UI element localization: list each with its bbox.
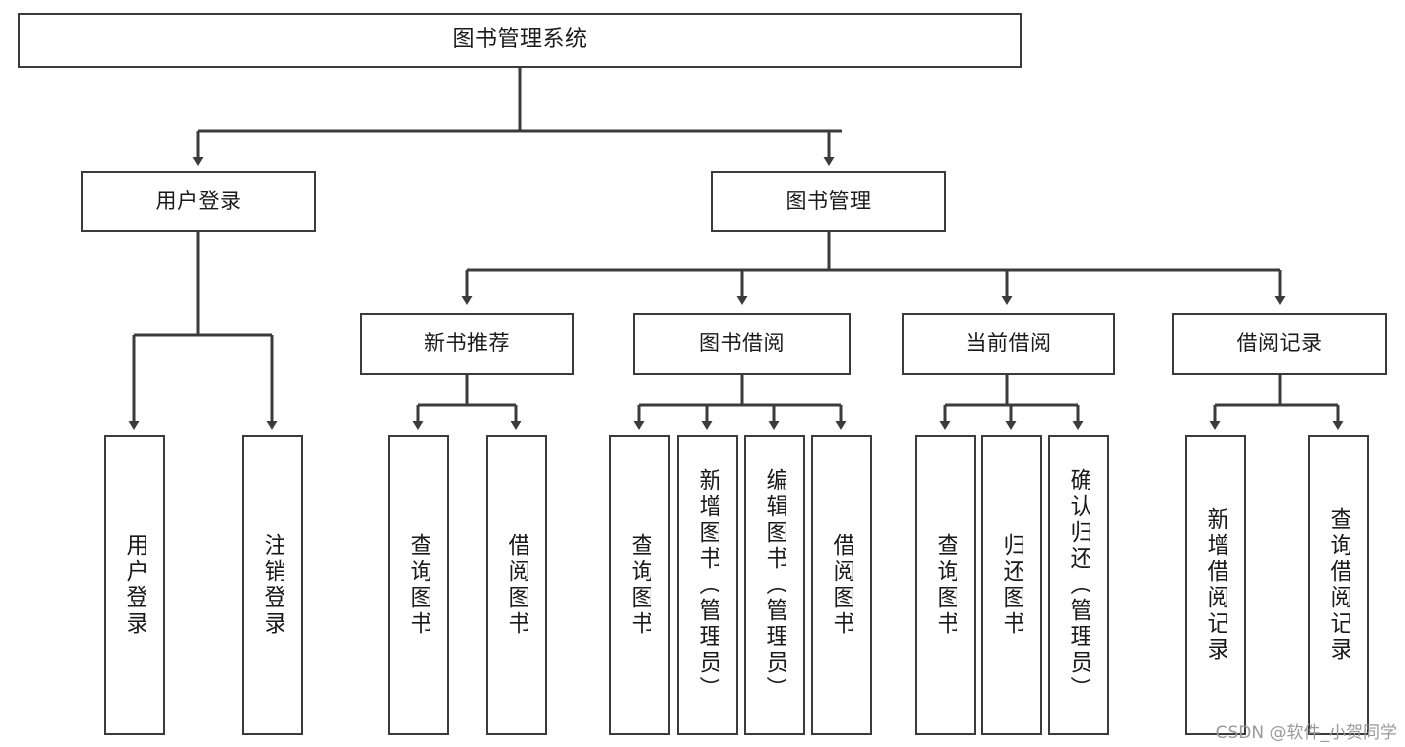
leaf-borrow-record-add[interactable]: 新增借阅记录 xyxy=(1185,435,1246,735)
node-label: 新书推荐 xyxy=(424,331,510,356)
leaf-book-borrow-borrow[interactable]: 借阅图书 xyxy=(811,435,872,735)
node-label: 图书管理系统 xyxy=(452,27,588,53)
leaf-current-borrow-query[interactable]: 查询图书 xyxy=(915,435,976,735)
node-user-login[interactable]: 用户登录 xyxy=(81,171,316,232)
node-label: 查询图书 xyxy=(628,533,651,637)
node-label: 编辑图书（管理员） xyxy=(763,468,786,702)
leaf-current-borrow-confirm-return[interactable]: 确认归还（管理员） xyxy=(1048,435,1109,735)
node-root-system[interactable]: 图书管理系统 xyxy=(18,13,1022,68)
leaf-user-login-logout[interactable]: 注销登录 xyxy=(242,435,303,735)
leaf-user-login-login[interactable]: 用户登录 xyxy=(104,435,165,735)
node-label: 查询借阅记录 xyxy=(1327,507,1350,663)
node-current-borrow[interactable]: 当前借阅 xyxy=(902,313,1115,375)
leaf-book-borrow-edit[interactable]: 编辑图书（管理员） xyxy=(744,435,805,735)
leaf-borrow-record-query[interactable]: 查询借阅记录 xyxy=(1308,435,1369,735)
node-label: 归还图书 xyxy=(1000,533,1023,637)
leaf-book-borrow-query[interactable]: 查询图书 xyxy=(609,435,670,735)
node-label: 确认归还（管理员） xyxy=(1067,468,1090,702)
watermark-text: CSDN @软件_小贺同学 xyxy=(1215,723,1397,743)
node-label: 查询图书 xyxy=(934,533,957,637)
node-label: 借阅图书 xyxy=(505,533,528,637)
node-new-book-recommend[interactable]: 新书推荐 xyxy=(360,313,574,375)
leaf-book-borrow-add[interactable]: 新增图书（管理员） xyxy=(677,435,738,735)
node-book-borrow[interactable]: 图书借阅 xyxy=(633,313,851,375)
node-label: 借阅记录 xyxy=(1236,331,1323,356)
leaf-current-borrow-return[interactable]: 归还图书 xyxy=(981,435,1042,735)
node-label: 新增借阅记录 xyxy=(1204,507,1227,663)
node-label: 用户登录 xyxy=(155,188,242,213)
leaf-new-book-borrow[interactable]: 借阅图书 xyxy=(486,435,547,735)
node-label: 新增图书（管理员） xyxy=(696,468,719,702)
node-label: 注销登录 xyxy=(261,533,284,637)
node-label: 用户登录 xyxy=(123,533,146,637)
node-borrow-record[interactable]: 借阅记录 xyxy=(1172,313,1387,375)
node-book-management[interactable]: 图书管理 xyxy=(711,171,946,232)
leaf-new-book-query[interactable]: 查询图书 xyxy=(388,435,449,735)
node-label: 图书管理 xyxy=(785,188,872,213)
node-label: 借阅图书 xyxy=(830,533,853,637)
node-label: 当前借阅 xyxy=(965,331,1052,356)
node-label: 图书借阅 xyxy=(699,331,785,356)
node-label: 查询图书 xyxy=(407,533,430,637)
